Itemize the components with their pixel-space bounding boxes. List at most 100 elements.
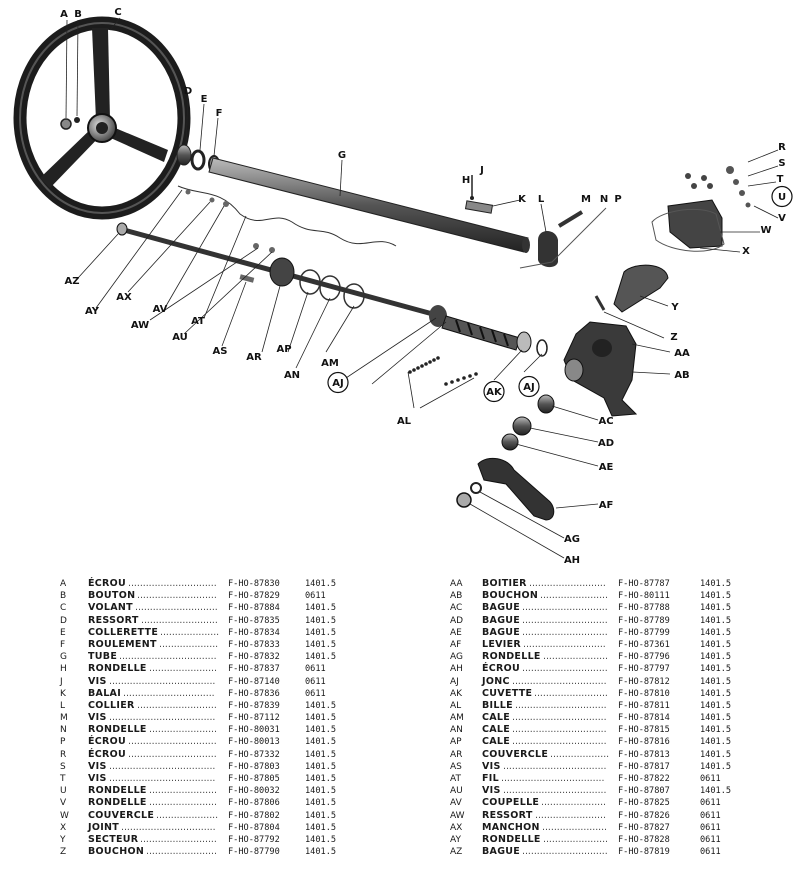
part-letter: K [60,688,66,699]
part-name: VIS [88,773,107,784]
part-code: 0611 [305,688,326,699]
part-letter: D [60,615,67,626]
part-name: CUVETTE [482,687,533,699]
part-code: 1401.5 [700,639,732,650]
part-reference: F-HO-87834 [228,627,280,638]
part-letter: M [60,713,68,724]
cover-W [651,199,725,252]
leader-dots: ................................... [503,785,607,797]
part-code: 1401.5 [700,725,732,736]
part-code: 0611 [700,822,721,833]
leader-lines [65,17,779,559]
part-name: RESSORT [88,614,139,626]
part-letter: AB [450,591,463,602]
part-letter: E [60,627,66,638]
callout-ae: AE [599,462,614,473]
part-name: BAGUE [482,626,521,638]
part-code: 1401.5 [700,688,732,699]
callout-al: AL [397,416,412,427]
leader-dots: ................................ [512,712,607,724]
part-reference: F-HO-87816 [618,737,670,748]
part-letter: A [60,579,67,589]
leader-dots: ....................... [149,663,217,675]
part-letter: AW [450,810,465,821]
callout-ac: AC [598,416,613,427]
leader-dots: ................................... [501,773,605,784]
leader-dots: .......................... [140,833,217,845]
part-letter: S [60,761,66,772]
leader-dots: ............................. [522,614,608,626]
callout-k: K [518,194,527,205]
leader-dots: ............................. [522,602,608,614]
leader-dots: ............................ [523,638,606,650]
part-letter: Y [60,834,66,845]
button-B [74,117,80,123]
part-reference: F-HO-87810 [618,688,670,699]
leader-dots: ....................... [149,724,217,736]
part-reference: F-HO-87112 [228,713,280,724]
part-code: 1401.5 [305,749,337,760]
leader-dots: ........................... [137,590,217,602]
callout-r: R [778,142,786,153]
part-reference: F-HO-87802 [228,810,280,821]
part-letter: AG [450,652,463,663]
part-reference: F-HO-87797 [618,664,670,675]
part-name: BILLE [482,699,513,711]
part-letter: W [60,810,69,821]
callout-ap: AP [276,344,291,355]
leader-dots: ................................ [512,736,607,748]
callout-p: P [614,194,621,205]
part-name: TUBE [88,651,118,663]
callout-ar: AR [246,352,262,363]
callout-as: AS [213,346,228,357]
leader-dots: .................................... [109,712,216,724]
leader-dots: ...................... [543,651,609,663]
leader-dots: ............................. [522,626,608,638]
part-name: MANCHON [482,821,540,833]
part-code: 1401.5 [700,591,732,602]
callout-au: AU [172,332,188,343]
part-name: ÉCROU [88,736,127,748]
part-name: BAGUE [482,602,521,614]
part-reference: F-HO-87835 [228,615,280,626]
part-letter: Z [60,847,67,858]
part-name: CALE [482,724,511,736]
leader-dots: .................................... [109,675,216,687]
part-code: 1401.5 [305,834,337,845]
part-reference: F-HO-87884 [228,603,280,614]
part-letter: H [60,664,67,675]
part-letter: AX [450,822,463,833]
part-name: JONC [482,675,510,687]
part-code: 1401.5 [305,579,337,589]
part-name: JOINT [88,821,120,833]
brush-assembly-HJK [464,175,494,214]
callout-s: S [778,158,785,169]
callout-v: V [778,213,786,224]
part-code: 1401.5 [305,847,337,858]
part-reference: F-HO-87806 [228,798,280,809]
balls-AL [408,356,478,386]
part-letter: AY [450,834,461,845]
callout-af: AF [599,500,614,511]
callout-ak: AK [486,387,503,398]
sector-Y [613,264,669,313]
part-code: 1401.5 [700,761,732,772]
part-code: 1401.5 [700,579,732,589]
part-reference: F-HO-80111 [618,591,670,602]
part-name: BAGUE [482,614,521,626]
leader-dots: ...................... [542,821,608,833]
part-letter: L [60,700,66,711]
part-letter: AF [450,639,462,650]
part-name: RESSORT [482,809,533,821]
part-reference: F-HO-87836 [228,688,280,699]
plug-Z [594,295,606,311]
part-code: 1401.5 [700,737,732,748]
